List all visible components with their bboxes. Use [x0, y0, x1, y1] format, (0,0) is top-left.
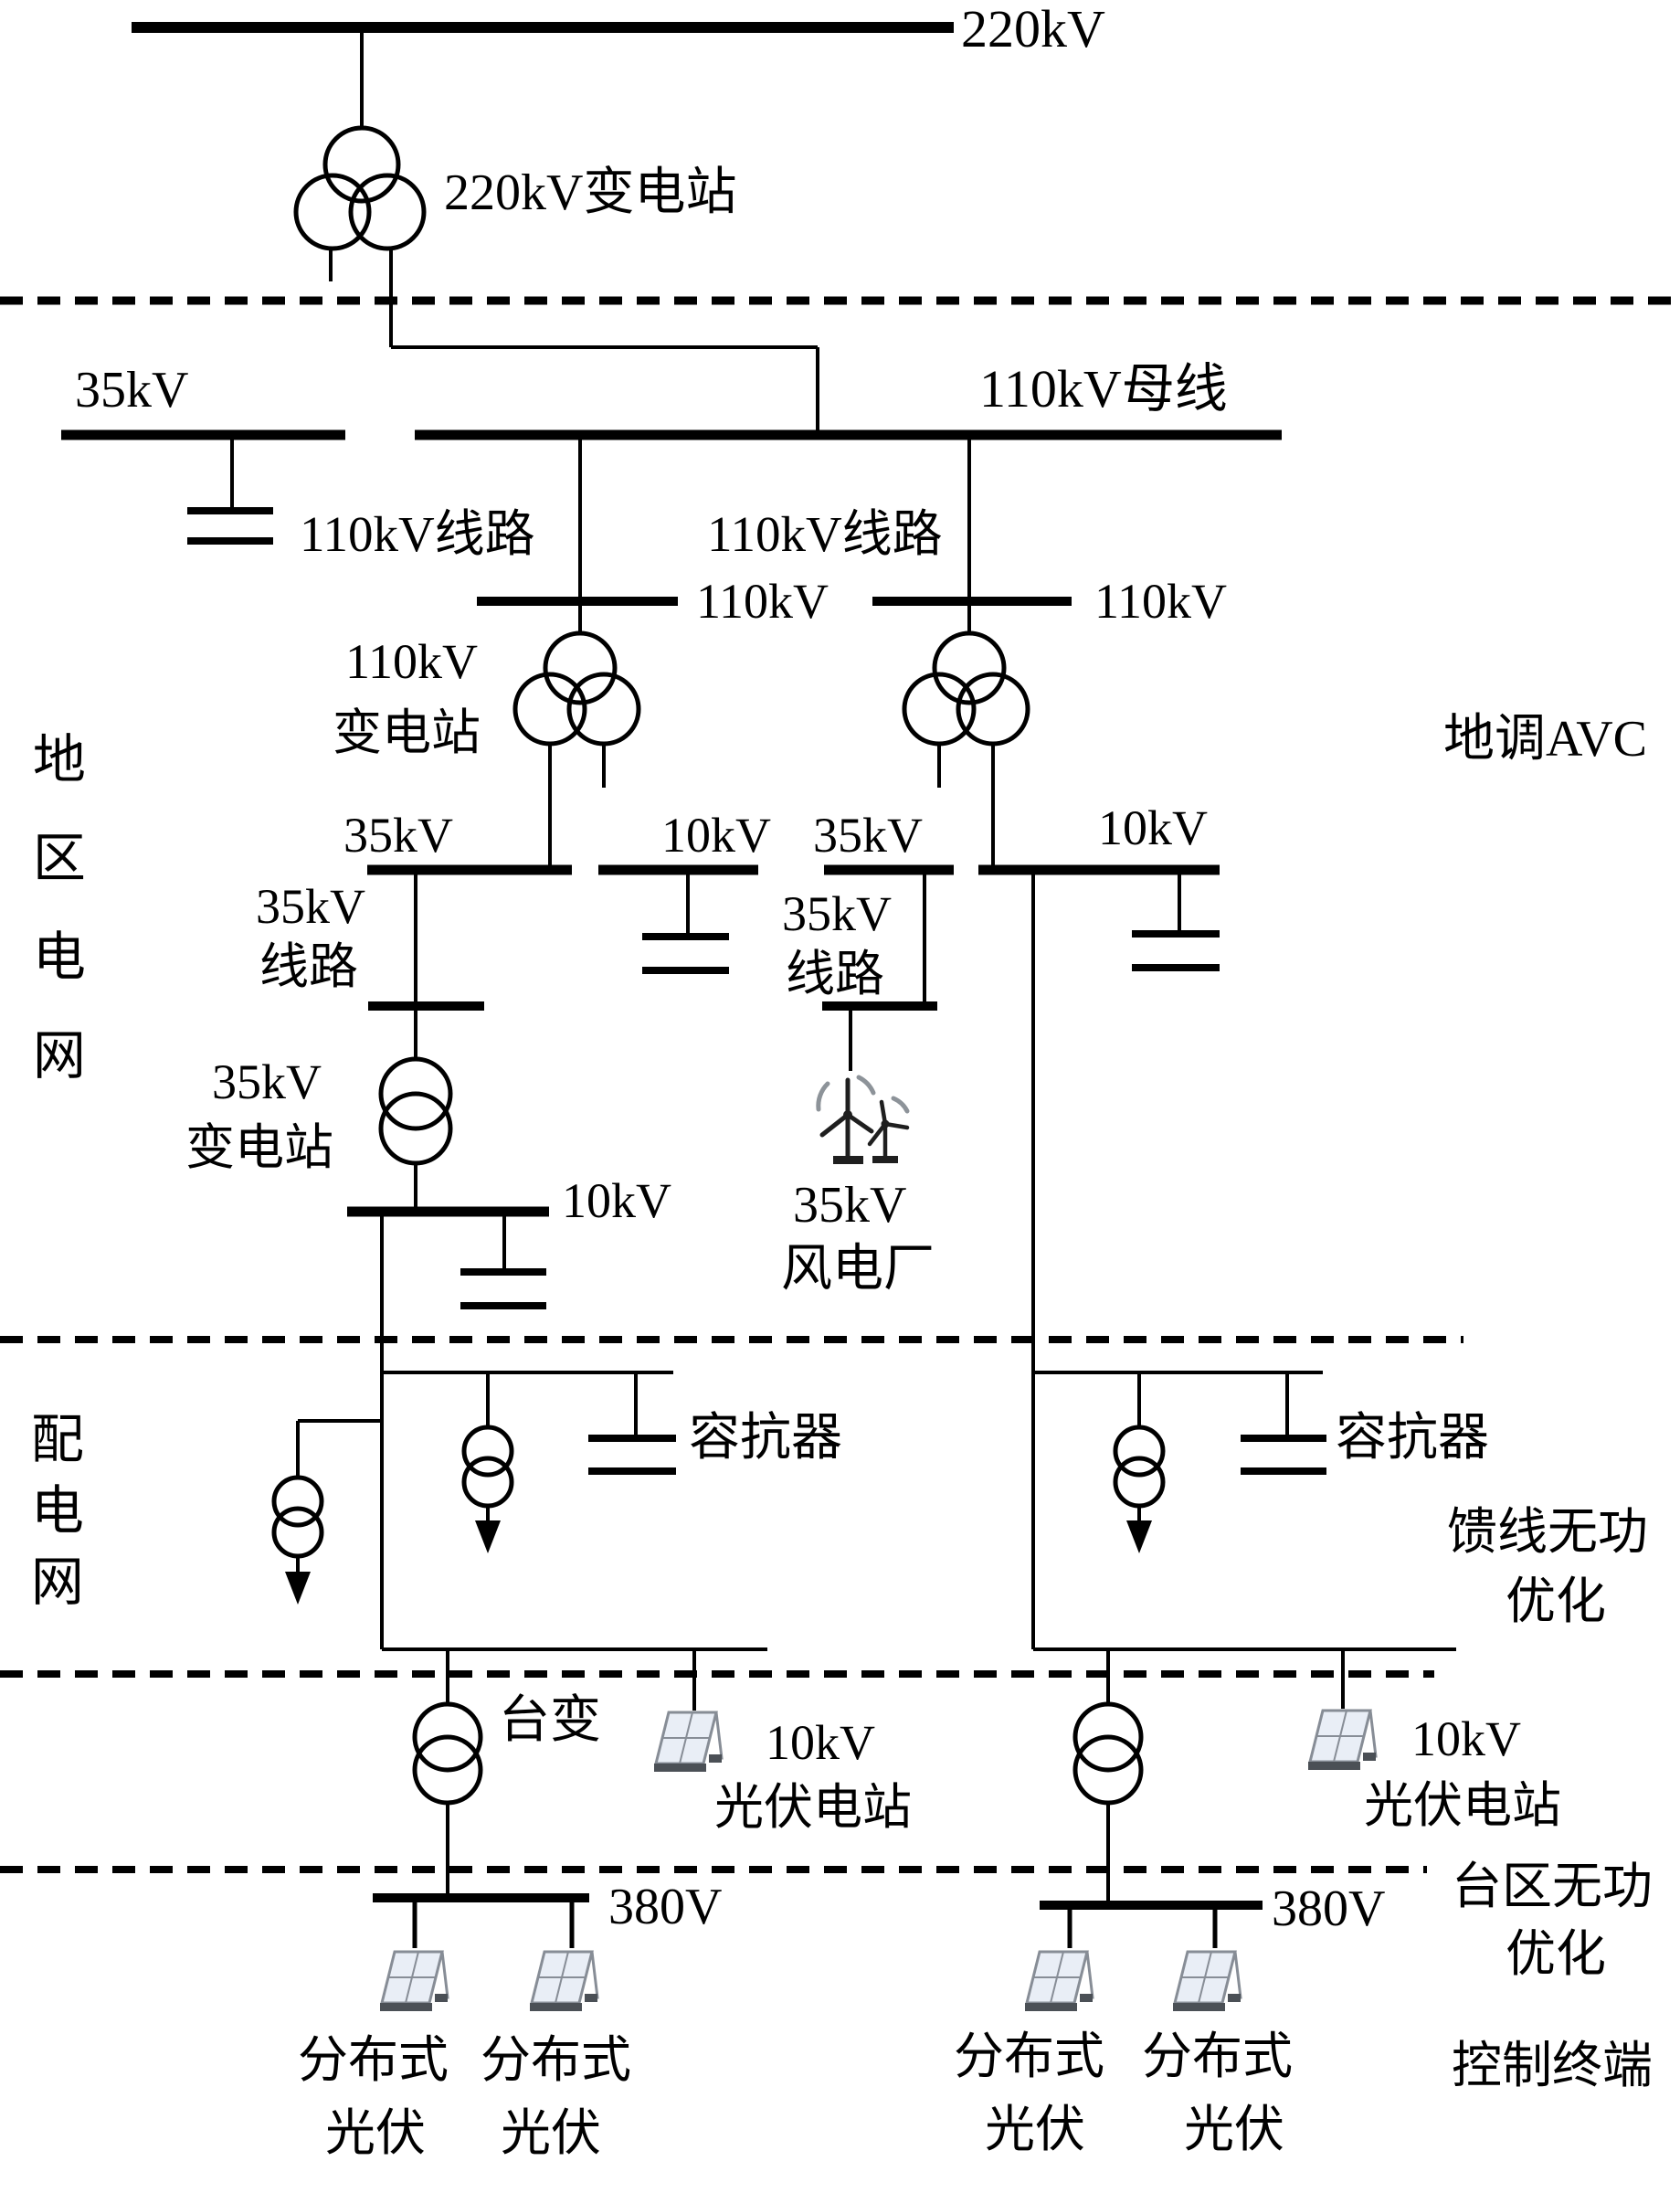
solar-panel-icon-station-left [654, 1711, 724, 1772]
station-transformer-icon-left [412, 1701, 483, 1898]
capacitor-icon-10kv-mid [642, 874, 729, 974]
label-pv-4: 光伏 [1184, 2102, 1285, 2157]
capacitor-icon-10kv-right [1132, 874, 1220, 971]
two-winding-transformer-icon-35kv [378, 1056, 453, 1166]
capacitor-icon-35kv-top [187, 440, 273, 545]
capacitor-icon-10kv-left [460, 1216, 546, 1309]
label-35kv-line-wind-2: 线路 [786, 947, 884, 1001]
solar-panel-icon-dpv-3 [1025, 1950, 1094, 2011]
label-wind-farm-1: 35kV [793, 1177, 907, 1234]
three-winding-transformer-icon-110kv-right [902, 630, 1030, 747]
solar-panel-icon-station-right [1308, 1709, 1378, 1770]
label-380v-left: 380V [608, 1879, 723, 1935]
label-110kv-main-bus: 110kV母线 [979, 359, 1228, 418]
label-35kv-line-wind-1: 35kV [782, 886, 892, 941]
label-110kv-sub-right: 110kV [1094, 574, 1227, 629]
label-reactor-left: 容抗器 [689, 1410, 842, 1467]
solar-panel-icon-dpv-1 [380, 1950, 449, 2011]
label-distributed-pv-2: 分布式 [481, 2032, 632, 2088]
load-transformer-icon-left-outer [271, 1475, 324, 1605]
label-220kv-substation: 220kV变电站 [444, 164, 737, 221]
label-35kv-substation-1: 35kV [212, 1054, 322, 1109]
capacitor-icon-feeder-left [588, 1372, 676, 1475]
label-110kv-substation-2: 变电站 [333, 705, 481, 760]
label-pv-2: 光伏 [501, 2105, 602, 2161]
label-feeder-opt-1: 馈线无功 [1447, 1504, 1649, 1560]
label-distributed-pv-4: 分布式 [1142, 2029, 1294, 2084]
label-control-terminal: 控制终端 [1452, 2038, 1654, 2093]
label-reactor-right: 容抗器 [1336, 1410, 1489, 1467]
label-35kv-line-left-2: 线路 [259, 939, 358, 994]
load-transformer-icon-left-inner [461, 1425, 514, 1553]
label-110kv-substation-1: 110kV [345, 634, 478, 689]
label-10kv-left-bus: 10kV [562, 1173, 671, 1228]
label-110kv-line-left: 110kV线路 [300, 506, 535, 562]
load-transformer-icon-right [1113, 1425, 1166, 1553]
label-35kv-top-bus: 35kV [75, 362, 189, 418]
label-pv-3: 光伏 [985, 2102, 1086, 2157]
label-distributed-pv-3: 分布式 [954, 2029, 1105, 2084]
label-110kv-sub-left: 110kV [696, 574, 829, 629]
solar-panel-icon-dpv-2 [530, 1950, 599, 2011]
label-area-opt-1: 台区无功 [1452, 1859, 1654, 1914]
label-pv-station-right-1: 10kV [1411, 1711, 1521, 1766]
label-35kv-line-left-1: 35kV [256, 879, 365, 934]
three-winding-transformer-icon-220kv [293, 125, 427, 251]
label-35kv-left-bus: 35kV [343, 808, 453, 863]
label-35kv-wind-bus: 35kV [813, 808, 923, 863]
label-area-opt-2: 优化 [1506, 1926, 1607, 1982]
label-pv-station-left-2: 光伏电站 [714, 1780, 912, 1835]
label-region-grid: 地区电网 [24, 731, 84, 1126]
station-transformer-icon-right [1072, 1701, 1144, 1905]
label-380v-right: 380V [1272, 1880, 1386, 1937]
label-pv-station-right-2: 光伏电站 [1364, 1778, 1561, 1833]
label-35kv-substation-2: 变电站 [185, 1120, 333, 1175]
label-10kv-right-bus: 10kV [1098, 800, 1208, 855]
three-winding-transformer-icon-110kv-left [512, 630, 641, 747]
label-wind-farm-2: 风电厂 [781, 1241, 935, 1298]
capacitor-icon-feeder-right [1241, 1372, 1326, 1475]
wind-turbine-icon [816, 1075, 910, 1164]
label-110kv-line-right: 110kV线路 [707, 506, 943, 562]
label-220kv-bus: 220kV [961, 0, 1105, 58]
label-pv-1: 光伏 [325, 2105, 427, 2161]
label-pv-station-left-1: 10kV [766, 1715, 875, 1770]
label-feeder-opt-2: 优化 [1506, 1573, 1607, 1629]
label-avc: 地调AVC [1443, 711, 1648, 768]
solar-panel-icon-dpv-4 [1173, 1950, 1242, 2011]
label-distribution-grid: 配电网 [22, 1411, 82, 1625]
label-station-transformer: 台变 [499, 1692, 601, 1749]
label-distributed-pv-1: 分布式 [298, 2032, 449, 2088]
label-10kv-mid-bus: 10kV [661, 808, 771, 863]
